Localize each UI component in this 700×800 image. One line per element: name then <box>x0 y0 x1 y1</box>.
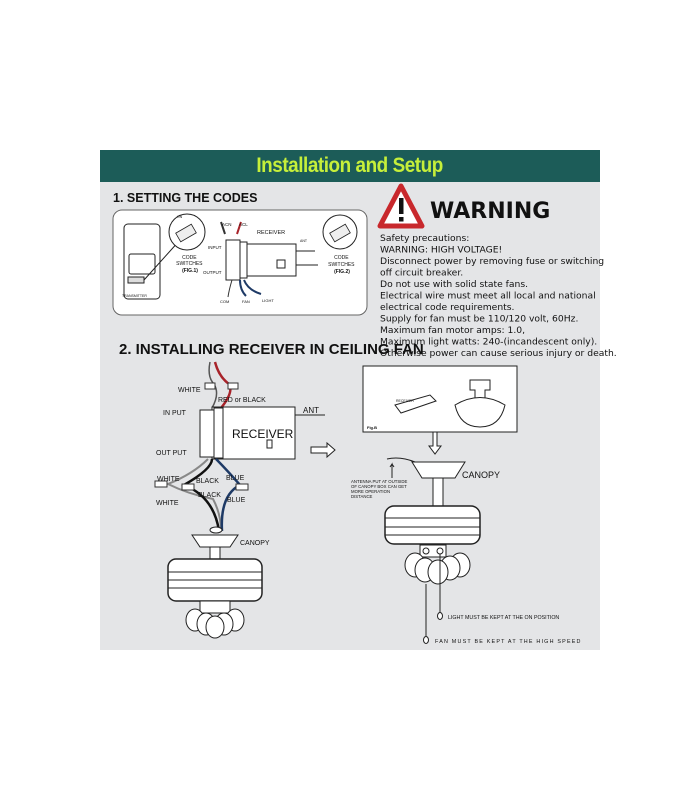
right-install-drawing <box>362 365 518 644</box>
black-label-1: BLACK <box>196 478 219 485</box>
ant-label-2: ANT <box>303 406 319 415</box>
right-arrow-icon <box>310 441 336 459</box>
code-switches-fig2-label: CODE SWITCHES (FIG.2) <box>328 255 356 275</box>
code-switches-fig1-label: CODE SWITCHES (FIG.1) <box>176 255 204 274</box>
input-label: INPUT <box>208 245 222 250</box>
receiver-drawing-1 <box>220 221 318 298</box>
page-title: Installation and Setup <box>256 154 444 177</box>
light-note: LIGHT MUST BE KEPT AT THE ON POSITION <box>448 615 559 621</box>
section1-heading: 1. SETTING THE CODES <box>113 191 257 205</box>
receiver-1-labels: ACN ACL RECEIVER INPUT OUTPUT ANT COM FA… <box>203 222 308 304</box>
canopy-label-right: CANOPY <box>462 470 500 480</box>
right-install-labels: Fig.B RECEIVER CANOPY ANTENNA PUT AT OUT… <box>351 399 582 645</box>
ant-label: ANT <box>300 239 308 243</box>
left-wiring-drawing <box>154 361 325 639</box>
warning-text: Safety precautions: WARNING: HIGH VOLTAG… <box>380 233 617 359</box>
output-label: OUTPUT <box>203 270 222 275</box>
transmitter-drawing <box>123 223 181 300</box>
white-label-1: WHITE <box>157 476 180 483</box>
left-wiring-labels: WHITE RED or BLACK IN PUT OUT PUT RECEIV… <box>156 387 319 547</box>
fig-b-label: Fig.B <box>367 425 377 430</box>
warning-triangle-icon <box>377 183 425 229</box>
white-top-label: WHITE <box>178 387 201 394</box>
section2-heading: 2. INSTALLING RECEIVER IN CEILING FAN <box>119 341 424 358</box>
fan-label: FAN <box>242 299 250 304</box>
white-label-2: WHITE <box>156 500 179 507</box>
header-bar: Installation and Setup <box>100 150 600 182</box>
transmitter-label: TRANSMITTER <box>122 294 147 298</box>
input-label-2: IN PUT <box>163 410 187 417</box>
light-label: LIGHT <box>262 298 274 303</box>
output-label-2: OUT PUT <box>156 450 187 457</box>
code-switch-fig1 <box>168 213 206 251</box>
blue-label-2: BLUE <box>227 497 246 504</box>
com-label: COM <box>220 299 229 304</box>
canopy-label-left: CANOPY <box>240 540 270 547</box>
receiver-label-2: RECEIVER <box>232 427 294 441</box>
red-or-black-label: RED or BLACK <box>218 397 266 404</box>
code-switch-fig2 <box>322 214 358 250</box>
acl-label: ACL <box>239 222 248 227</box>
black-label-2: BLACK <box>198 492 221 499</box>
warning-heading: WARNING <box>430 199 550 224</box>
fan-note: FAN MUST BE KEPT AT THE HIGH SPEED <box>435 639 582 645</box>
receiver-label-3: RECEIVER <box>396 399 414 403</box>
acn-label: ACN <box>222 222 232 227</box>
blue-label-1: BLUE <box>226 475 245 482</box>
antenna-note: ANTENNA PUT AT OUTSIDE OF CANOPY BOX CAN… <box>351 479 409 499</box>
on-label-1: ON <box>177 215 183 219</box>
receiver-label: RECEIVER <box>257 230 285 236</box>
